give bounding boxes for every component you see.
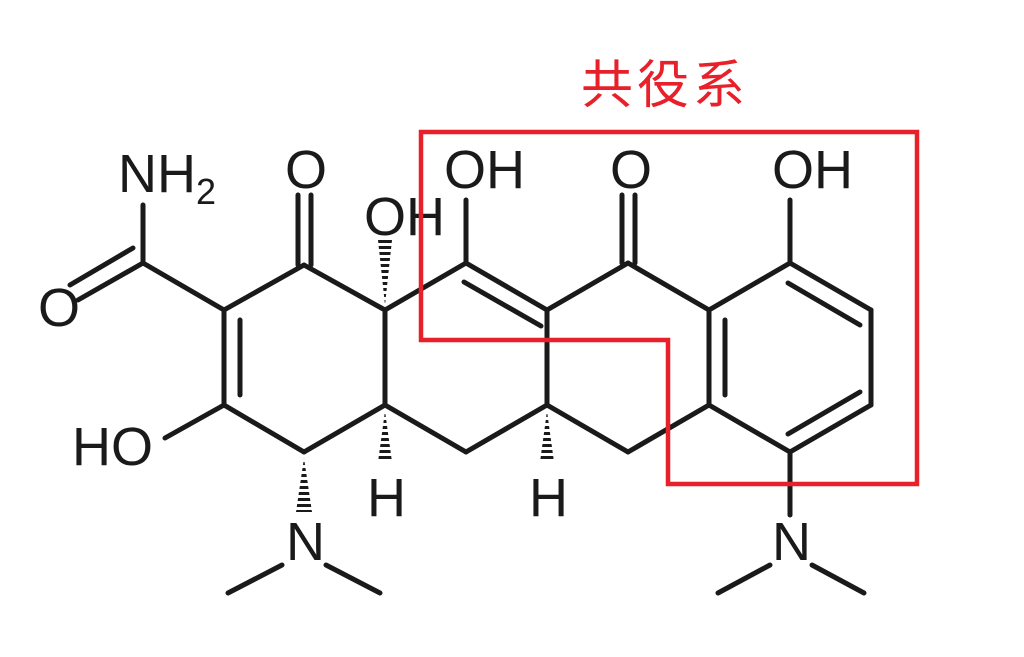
atom-oh-c12a: OH <box>364 187 445 247</box>
bond-c7-c6a <box>706 402 793 455</box>
bond-c6-c5a <box>544 402 631 455</box>
bond-c11a-c11 <box>544 260 631 313</box>
bond-nright-me1 <box>715 562 773 596</box>
bond-skeleton <box>67 192 874 596</box>
atom-ketone1-o: O <box>285 140 327 200</box>
bond-c8-c7-inner <box>785 389 863 437</box>
atom-oh-c12: OH <box>444 140 525 200</box>
highlight-outline <box>418 129 920 487</box>
bond-c12-c11a-inner <box>461 279 544 329</box>
atom-ketone2-o: O <box>610 140 652 200</box>
atom-amide-o: O <box>38 278 80 338</box>
bond-c11-c10a <box>625 260 712 313</box>
hashed-bond-c12a-oh <box>378 240 392 305</box>
bond-c4-c3 <box>221 402 307 455</box>
bond-c10-c9 <box>787 260 874 313</box>
atom-h-c5a: H <box>529 468 568 528</box>
atom-oh-phenol: OH <box>772 140 853 200</box>
bond-c10-c9-inner <box>785 280 863 328</box>
hashed-bond-c4a-h <box>378 411 392 462</box>
bond-nright-me2 <box>809 562 867 596</box>
annotation-label: 共役系 <box>581 56 749 116</box>
hashed-bond-c5a-h <box>540 411 554 462</box>
stereo-bonds <box>296 240 554 512</box>
atom-labels: NH2 O O OH OH O OH HO H H N N <box>38 140 853 572</box>
bond-camide-o <box>75 260 146 303</box>
bond-c3-oh <box>162 402 227 441</box>
bond-c8-c7 <box>787 402 874 455</box>
bond-c12a-c12 <box>382 260 469 313</box>
atom-ho-c3: HO <box>72 417 153 477</box>
bond-c5a-c5 <box>463 402 550 455</box>
hashed-bond-c4-n <box>296 458 312 512</box>
atom-nh2: NH2 <box>118 144 216 212</box>
bond-c12-c11a <box>463 260 550 313</box>
bond-c2-c1 <box>221 262 307 313</box>
atom-n-right: N <box>772 512 811 572</box>
bond-nleft-me1 <box>225 562 285 596</box>
bond-c4a-c4 <box>301 402 388 455</box>
bond-c5-c4a <box>382 402 469 455</box>
bond-camide-o-double <box>67 245 136 288</box>
bond-c1-c12a <box>301 262 388 313</box>
bond-nleft-me2 <box>323 562 383 596</box>
atom-n-left: N <box>286 512 325 572</box>
atom-h-c4a: H <box>367 468 406 528</box>
bond-c2-camide <box>140 260 227 313</box>
conjugated-system-highlight: 共役系 <box>418 56 920 487</box>
bond-c10a-c10 <box>706 260 793 313</box>
